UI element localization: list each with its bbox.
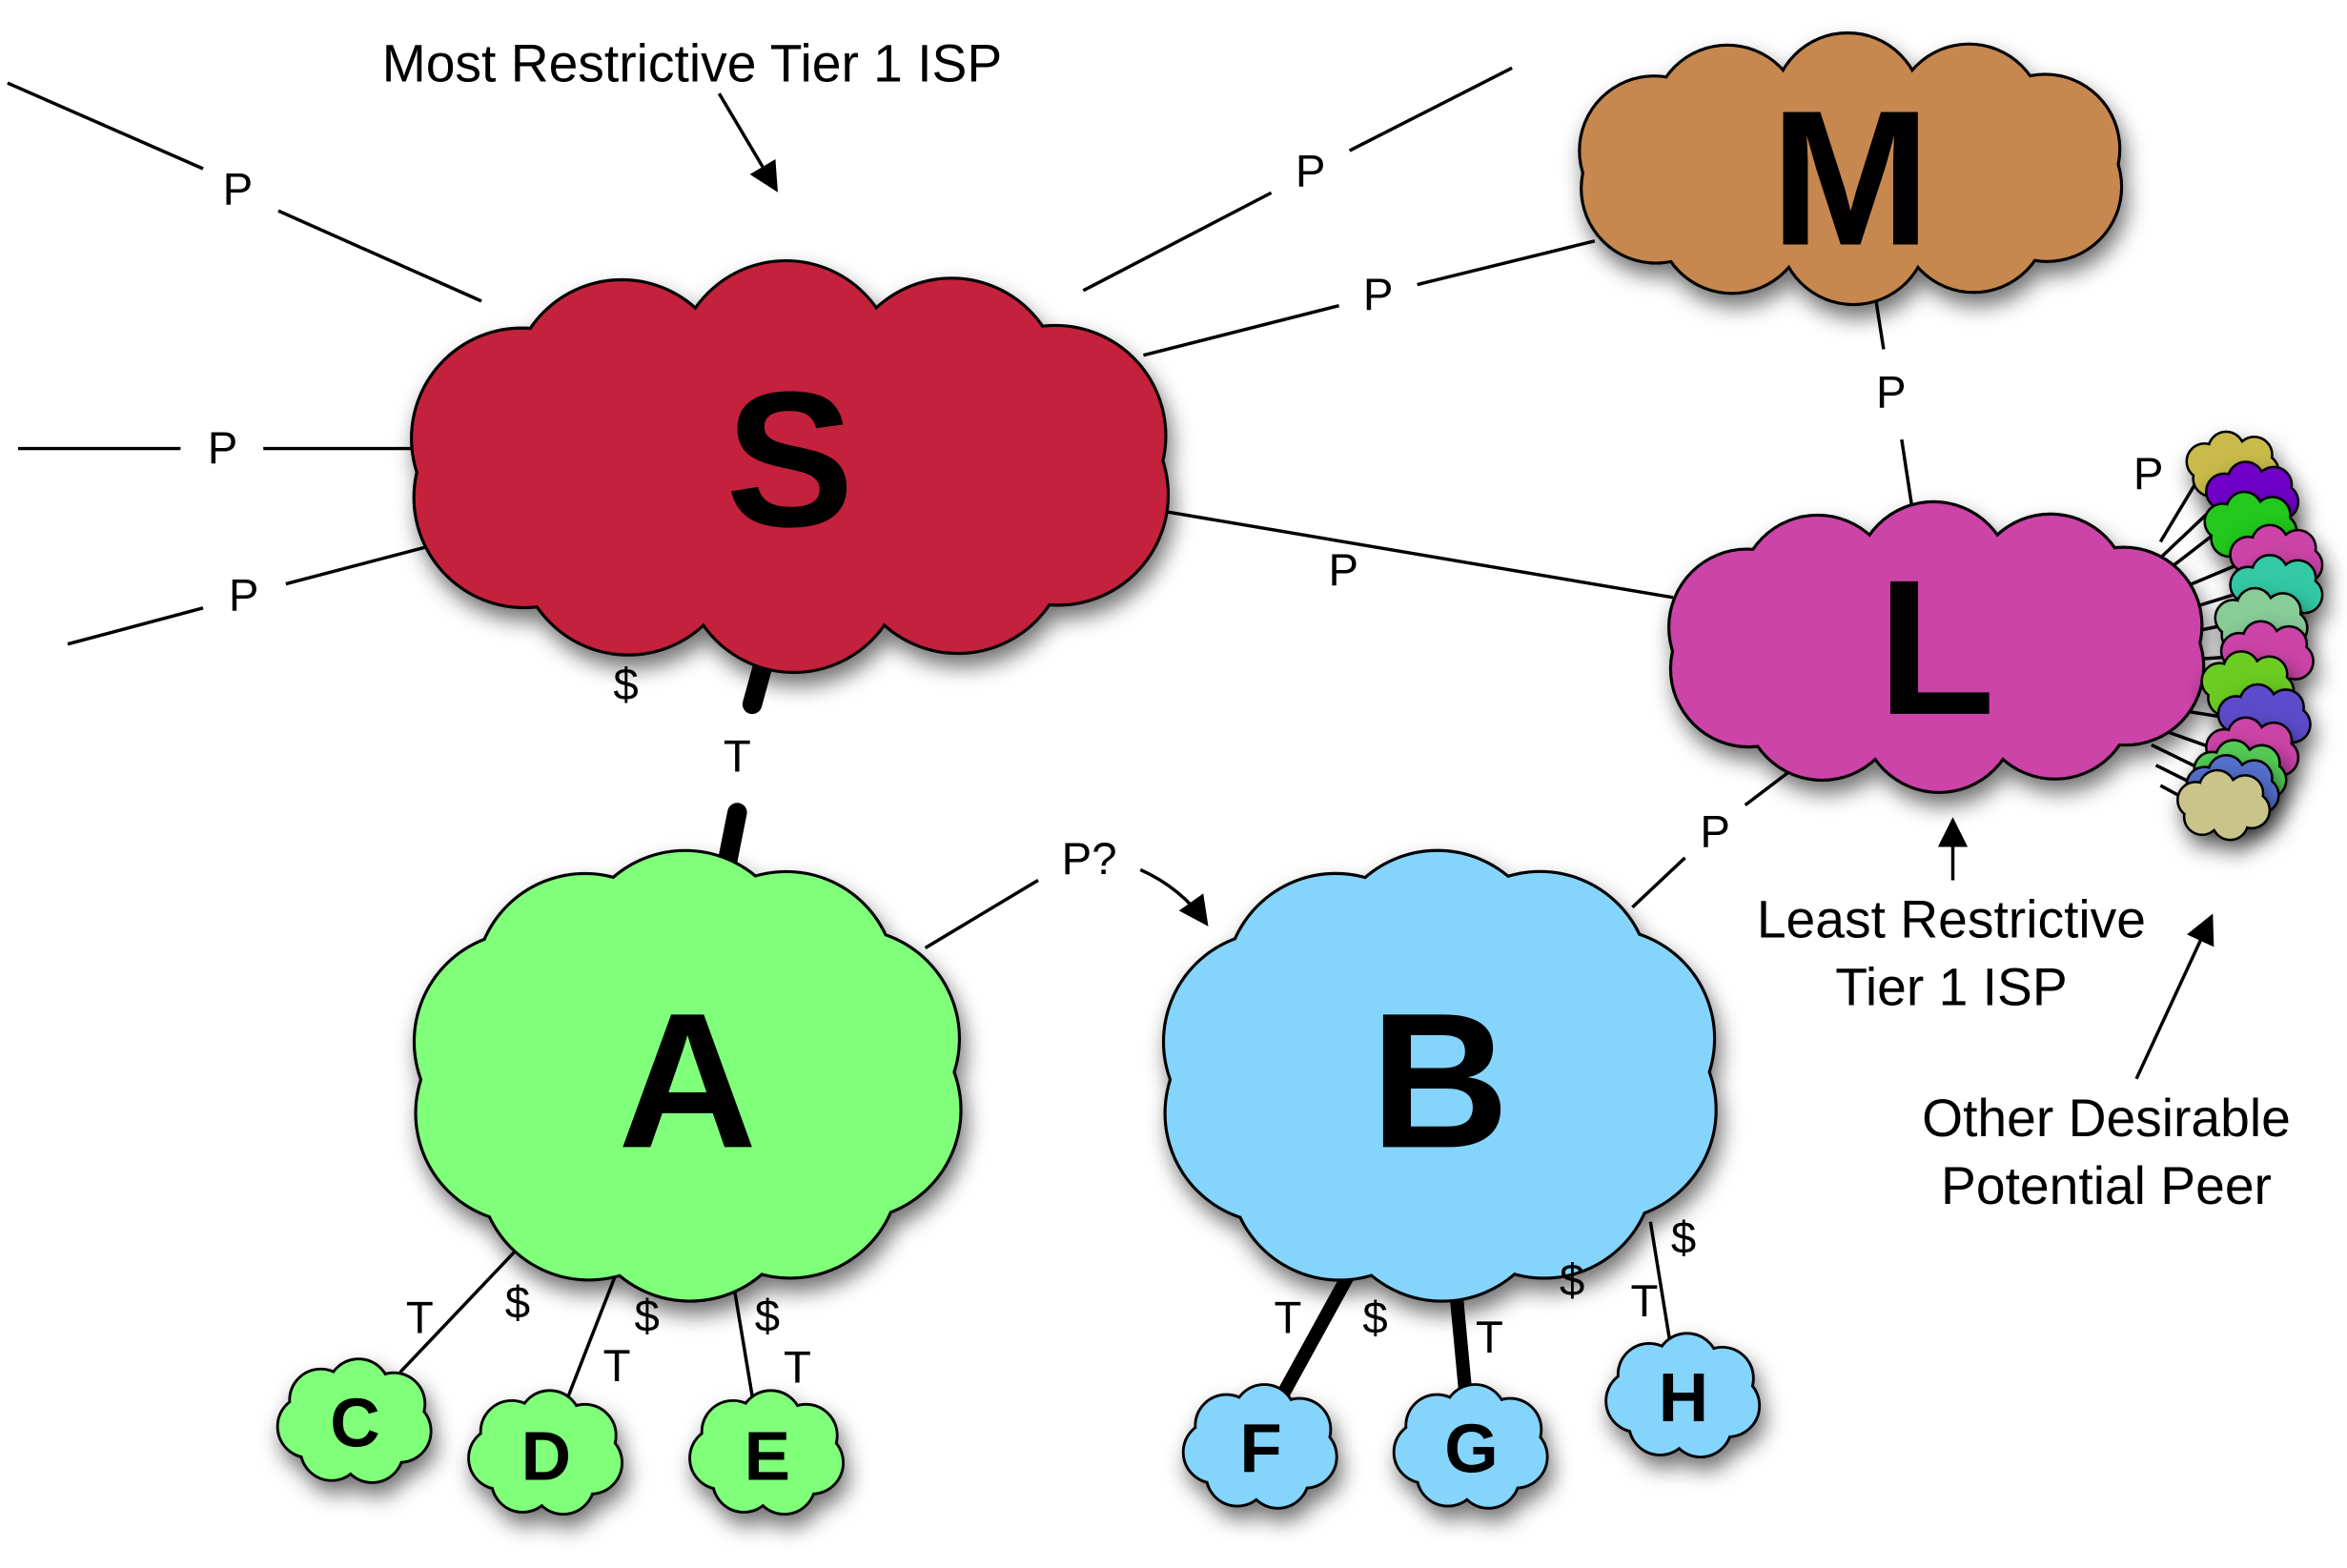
edge-s-peer-4 xyxy=(1082,191,1273,293)
edge-label-paid: $ xyxy=(1362,1293,1387,1343)
cloud-label-e: E xyxy=(745,1417,790,1495)
cloud-label-c: C xyxy=(330,1385,379,1462)
edge-s-m-b xyxy=(1417,239,1596,287)
edge-label-transit: T xyxy=(1631,1276,1659,1327)
clouds xyxy=(276,31,2206,1517)
cloud-f xyxy=(1181,1383,1338,1510)
edge-m-l-b xyxy=(1900,438,1914,509)
edge-label-paid: $ xyxy=(755,1292,780,1342)
edge-s-peer-4b xyxy=(1348,66,1513,153)
cloud-label-h: H xyxy=(1659,1359,1708,1436)
edge-label-transit: T xyxy=(1476,1313,1503,1363)
cloud-label-f: F xyxy=(1239,1411,1281,1488)
annotation-least-restrictive-line2: Tier 1 ISP xyxy=(1835,958,2067,1017)
edge-label-transit: T xyxy=(406,1293,434,1343)
edge-b-h xyxy=(1648,1221,1672,1343)
edge-a-b xyxy=(924,879,1039,950)
edge-label-paid: $ xyxy=(613,660,638,710)
edge-s-peer-3 xyxy=(67,606,204,646)
annotation-most-restrictive: Most Restrictive Tier 1 ISP xyxy=(382,34,1003,93)
cloud-a xyxy=(412,848,963,1303)
cloud-e xyxy=(688,1389,845,1517)
edge-s-peer-1 xyxy=(7,81,204,171)
cloud-b xyxy=(1161,848,1718,1303)
edge-s-l xyxy=(1165,510,1674,600)
edge-b-l-b xyxy=(1744,765,1796,806)
edge-label-transit: T xyxy=(724,732,751,783)
edge-b-l xyxy=(1631,856,1686,909)
cloud-h xyxy=(1604,1332,1762,1459)
edge-label-peer: P xyxy=(223,165,254,215)
edge-a-d xyxy=(562,1255,624,1408)
cloud-g xyxy=(1392,1383,1549,1510)
arrow-other-peer xyxy=(2134,913,2214,1080)
cloud-l xyxy=(1667,499,2206,794)
peer-cloud xyxy=(2176,768,2272,842)
edge-label-paid: $ xyxy=(634,1292,659,1342)
edge-s-m xyxy=(1143,303,1340,357)
cloud-label-m: M xyxy=(1770,70,1930,285)
annotation-least-restrictive-line1: Least Restrictive xyxy=(1757,890,2146,949)
edge-a-c xyxy=(398,1251,517,1374)
edge-label-peer-question: P? xyxy=(1062,834,1117,885)
cloud-label-g: G xyxy=(1444,1411,1498,1488)
edge-label-paid: $ xyxy=(1560,1255,1584,1306)
edges xyxy=(7,66,2251,1408)
cloud-label-d: D xyxy=(521,1417,571,1495)
peer-clouds xyxy=(2176,430,2324,842)
cloud-label-a: A xyxy=(618,972,757,1188)
cloud-c xyxy=(276,1357,433,1484)
edge-label-transit: T xyxy=(784,1342,811,1393)
edge-label-peer: P xyxy=(1363,270,1394,320)
edge-label-peer: P xyxy=(1296,147,1326,197)
edge-label-paid: $ xyxy=(505,1277,530,1328)
cloud-s xyxy=(410,258,1171,675)
edge-label-transit: T xyxy=(1274,1293,1301,1343)
edge-label-paid: $ xyxy=(1671,1213,1696,1264)
cloud-d xyxy=(467,1389,623,1517)
edge-m-l xyxy=(1874,300,1886,350)
edge-s-peer-1b xyxy=(277,209,482,303)
edge-label-peer: P xyxy=(208,423,238,474)
edge-label-peer: P xyxy=(1700,807,1730,858)
annotation-other-peer-line2: Potential Peer xyxy=(1941,1156,2272,1215)
edge-labels: P P P P P P P P P P? $ T T $ $ T $ T T $… xyxy=(208,147,2164,1394)
edge-label-peer: P xyxy=(229,571,259,621)
edge-a-b-arrow xyxy=(1139,867,1209,927)
edge-label-peer: P xyxy=(2133,449,2164,499)
edge-label-transit: T xyxy=(603,1341,631,1392)
edge-s-peer-3b xyxy=(285,544,430,586)
cloud-label-l: L xyxy=(1877,540,1994,755)
edge-label-peer: P xyxy=(1876,368,1907,418)
annotation-other-peer-line1: Other Desirable xyxy=(1922,1089,2291,1148)
arrow-most-restrictive xyxy=(717,92,778,193)
edge-a-e xyxy=(730,1278,754,1397)
cloud-label-s: S xyxy=(725,352,854,567)
cloud-m xyxy=(1578,31,2124,307)
edge-label-peer: P xyxy=(1329,545,1359,596)
cloud-label-b: B xyxy=(1370,972,1509,1188)
